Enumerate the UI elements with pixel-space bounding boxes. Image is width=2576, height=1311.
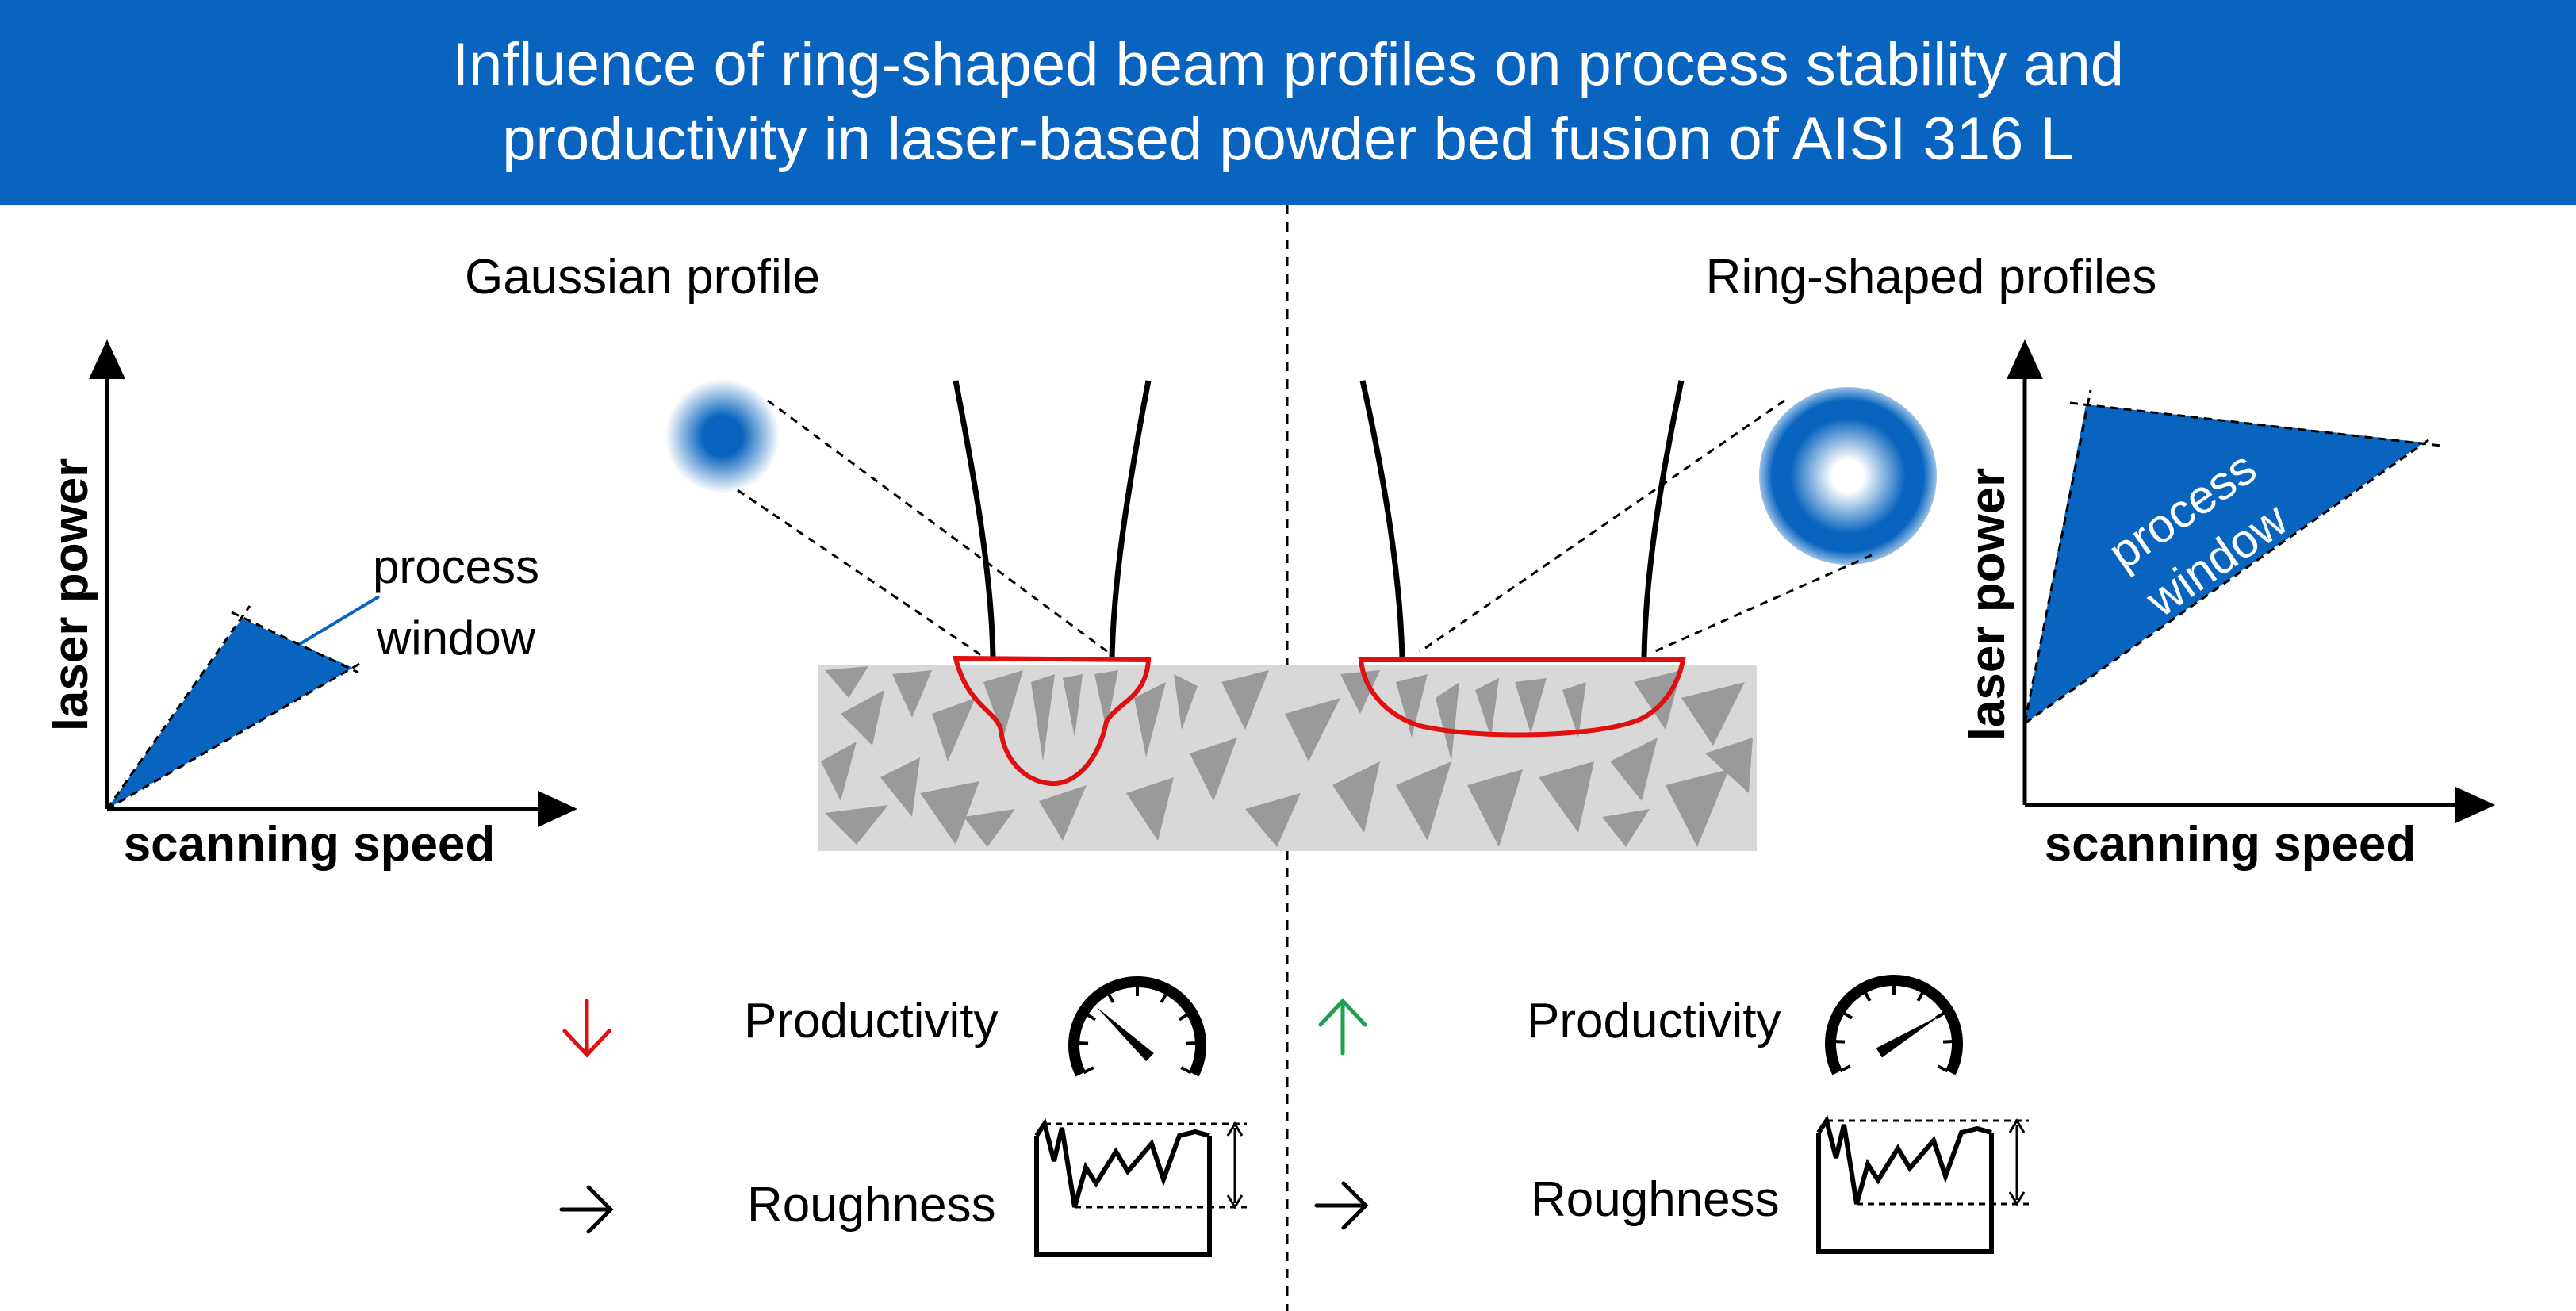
left-productivity-trend-arrow [562, 999, 611, 1058]
right-roughness-label: Roughness [1531, 1172, 1780, 1227]
left-x-label: scanning speed [124, 817, 496, 872]
left-roughness-label: Roughness [747, 1178, 996, 1232]
right-x-label: scanning speed [2045, 817, 2417, 872]
gaussian-profile-icon [665, 379, 780, 493]
right-surface-profile-icon [1816, 1114, 2029, 1254]
gaussian-beam-right-edge [1109, 380, 1152, 657]
right-speedometer-icon [1825, 975, 1963, 1075]
gauge-tick [1863, 990, 1872, 1002]
gauge-arc [1825, 975, 1963, 1075]
gaussian-zoom-line-upper [767, 399, 1115, 658]
left-speedometer-icon [1068, 976, 1206, 1077]
profile-arrow-head-bottom [2008, 1191, 2026, 1206]
gauge-tick [1839, 1064, 1851, 1073]
left-roughness-trend-arrow [559, 1185, 614, 1234]
gauge-tick [1160, 991, 1168, 1003]
right-productivity-row: Productivity [1318, 975, 1963, 1075]
profile-arrow-head-top [1226, 1121, 1244, 1137]
right-process-window [2025, 404, 2424, 723]
left-window-edge-upper [105, 605, 251, 810]
gauge-tick [1916, 990, 1925, 1002]
left-y-label: laser power [44, 458, 98, 732]
right-roughness-trend-arrow [1314, 1181, 1369, 1230]
right-productivity-trend-arrow [1318, 998, 1367, 1056]
gauge-arc [1068, 976, 1206, 1077]
ring-melt-pool [1358, 657, 1686, 738]
right-y-axis-arrow [2007, 339, 2043, 379]
left-process-window-graph: process window laser power scanning spee… [44, 339, 577, 872]
ring-beam-right-edge [1641, 380, 1685, 657]
left-y-axis-arrow [89, 339, 125, 379]
title-banner: Influence of ring-shaped beam profiles o… [0, 0, 2576, 205]
left-window-edge-lower [106, 661, 362, 811]
left-process-window [107, 619, 353, 809]
profile-arrow-head-bottom [1226, 1194, 1244, 1209]
gauge-tick [1937, 1064, 1949, 1073]
ring-beam [1358, 380, 1937, 738]
left-productivity-row: Productivity [562, 976, 1206, 1077]
powder-particles [821, 666, 1753, 847]
profile-frame [1034, 1136, 1212, 1257]
ring-zoom-line-lower [1653, 554, 1873, 654]
title-line-1: Influence of ring-shaped beam profiles o… [451, 31, 2125, 98]
gaussian-melt-pool [953, 655, 1152, 787]
right-process-window-graph: process window laser power scanning spee… [1961, 339, 2495, 872]
powder-bed [818, 665, 1757, 851]
gauge-tick [1085, 1012, 1097, 1022]
heading-ring: Ring-shaped profiles [1706, 250, 2157, 305]
right-roughness-row: Roughness [1314, 1114, 2029, 1254]
left-productivity-label: Productivity [744, 994, 998, 1048]
right-window-edge-left [2023, 389, 2092, 724]
left-window-edge-top [231, 611, 359, 674]
ring-zoom-line-upper [1419, 399, 1785, 654]
ring-profile-icon [1759, 387, 1937, 565]
gauge-tick [1076, 1041, 1089, 1045]
left-roughness-row: Roughness [559, 1117, 1247, 1257]
gauge-needle [1876, 1014, 1942, 1058]
profile-arrow-head-top [2008, 1118, 2026, 1133]
right-x-axis-arrow [2455, 787, 2495, 823]
gauge-tick [1942, 1040, 1955, 1044]
right-window-edge-bottom [2024, 436, 2432, 725]
gauge-needle [1096, 1007, 1154, 1062]
gauge-tick [1083, 1066, 1094, 1075]
left-x-axis-arrow [538, 791, 577, 827]
profile-surface [1034, 1117, 1210, 1208]
left-surface-profile-icon [1034, 1117, 1247, 1257]
left-annotation-line1: process [373, 540, 539, 593]
gauge-tick [1178, 1012, 1190, 1022]
gauge-tick [1842, 1010, 1853, 1020]
right-productivity-label: Productivity [1527, 994, 1781, 1048]
profile-surface [1816, 1114, 1992, 1205]
gauge-tick [1833, 1040, 1846, 1044]
left-annotation-line2: window [376, 611, 536, 665]
gauge-tick [1106, 991, 1115, 1003]
heading-gaussian: Gaussian profile [465, 250, 820, 305]
right-window-edge-top [2069, 401, 2442, 447]
gaussian-beam [665, 379, 1152, 787]
gauge-tick [1186, 1041, 1198, 1045]
right-y-label: laser power [1961, 468, 2015, 742]
profile-frame [1816, 1133, 1994, 1254]
gaussian-beam-left-edge [953, 380, 996, 657]
gaussian-zoom-line-lower [737, 489, 984, 658]
gauge-tick [1180, 1066, 1192, 1075]
ring-beam-left-edge [1359, 380, 1405, 657]
left-annotation-leader [298, 595, 381, 646]
title-line-2: productivity in laser-based powder bed f… [502, 105, 2074, 173]
